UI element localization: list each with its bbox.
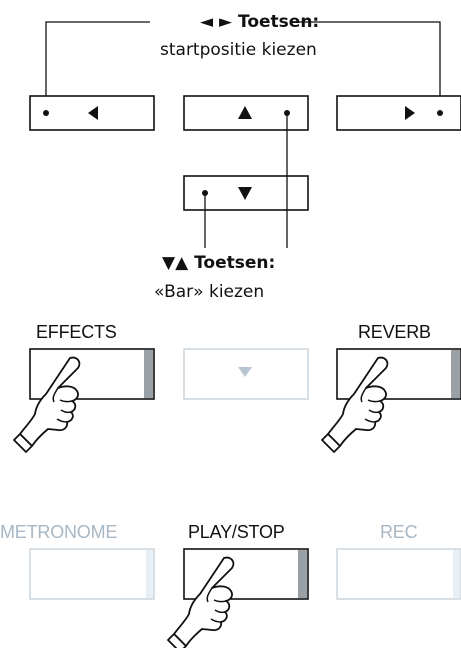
play-stop-led <box>298 550 307 598</box>
ud-callout-lines <box>204 113 288 248</box>
rec-label: REC <box>380 522 418 542</box>
rec-led <box>453 550 460 598</box>
lr-keys-subtitle: startpositie kiezen <box>160 40 317 60</box>
metronome-label: METRONOME <box>0 522 118 542</box>
metronome-led <box>146 550 153 598</box>
lr-keys-title: ◄ ► Toetsen: <box>200 12 319 32</box>
down-key[interactable] <box>183 175 309 211</box>
effects-label: EFFECTS <box>36 322 117 342</box>
effects-led <box>144 350 153 398</box>
metronome-button[interactable] <box>29 548 155 600</box>
lr-callout-lines <box>45 21 441 107</box>
lr-title-label: Toetsen: <box>238 12 320 32</box>
down-arrow-icon <box>238 367 252 377</box>
dimmed-down-button <box>183 348 309 400</box>
right-key[interactable] <box>336 95 461 131</box>
reverb-button[interactable] <box>336 348 461 400</box>
reverb-label: REVERB <box>358 322 431 342</box>
ud-title-label: Toetsen: <box>194 253 276 273</box>
left-arrow-icon <box>88 106 98 120</box>
right-arrow-icon <box>405 106 415 120</box>
play-stop-label: PLAY/STOP <box>188 522 285 542</box>
up-arrow-icon <box>238 106 252 119</box>
down-arrow-icon <box>238 187 252 200</box>
ud-keys-subtitle: «Bar» kiezen <box>154 282 265 302</box>
ud-arrows-icon: ▼▲ <box>162 253 189 273</box>
ud-keys-title: ▼▲ Toetsen: <box>162 253 275 273</box>
reverb-led <box>451 350 460 398</box>
up-key[interactable] <box>183 95 309 131</box>
lr-arrows-icon: ◄ ► <box>200 12 233 32</box>
rec-button[interactable] <box>336 548 461 600</box>
left-key[interactable] <box>29 95 155 131</box>
